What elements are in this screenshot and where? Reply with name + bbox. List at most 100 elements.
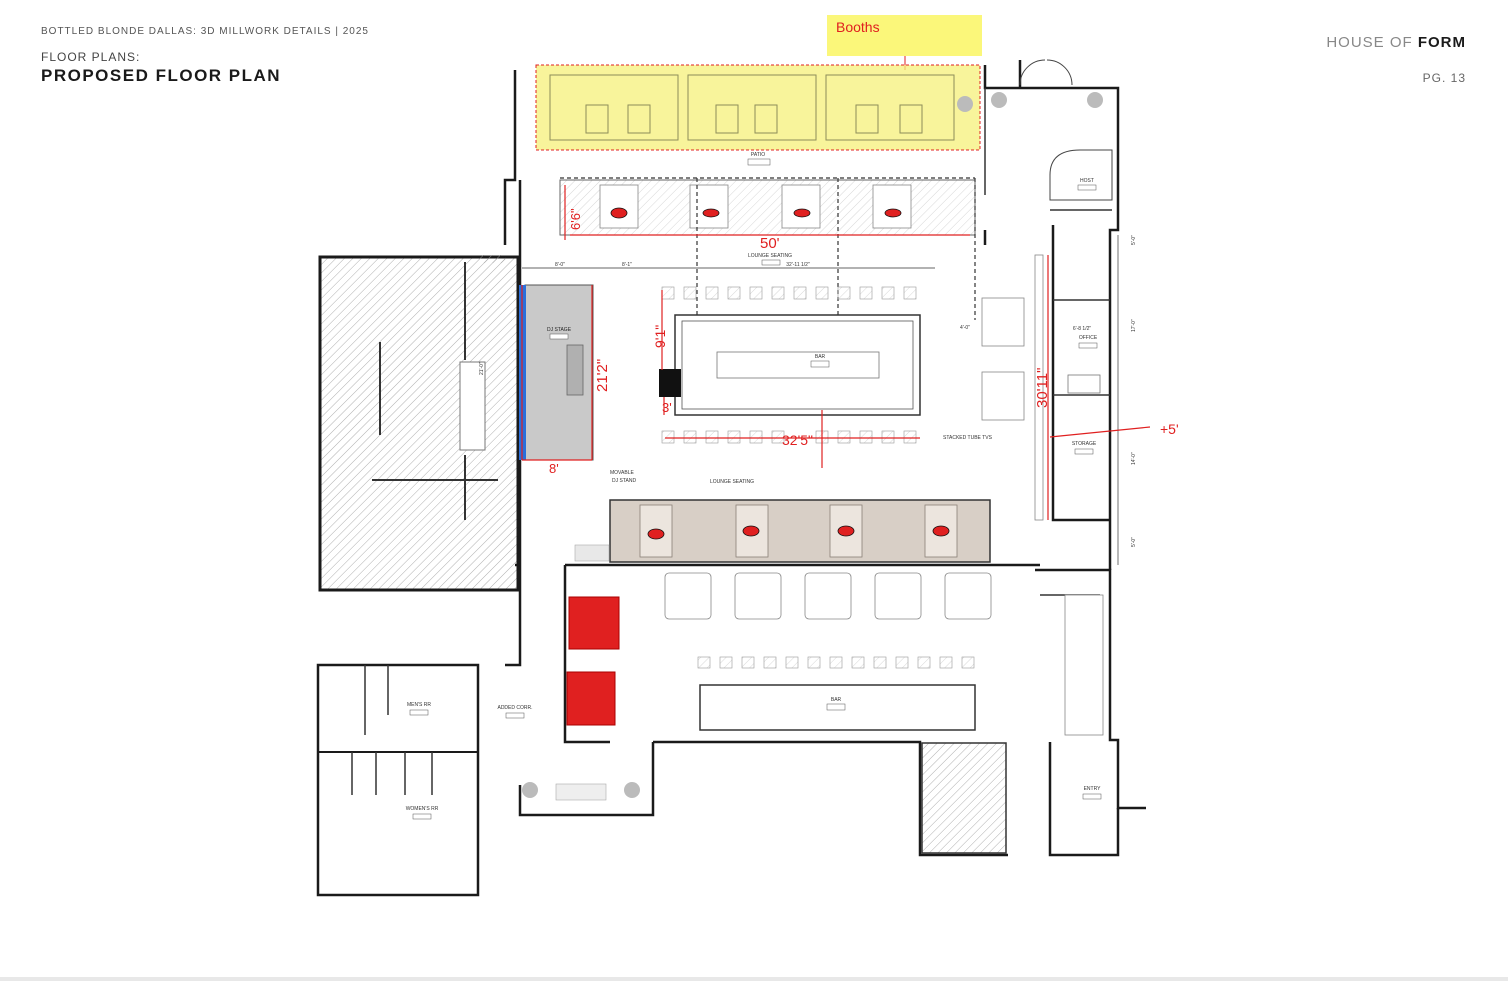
dj-booth xyxy=(566,344,584,396)
main-bar-back xyxy=(716,351,880,379)
red-table xyxy=(566,671,616,726)
black-box xyxy=(659,369,681,397)
dining-tables xyxy=(664,572,992,620)
entry-tag xyxy=(1082,793,1102,800)
bar-main-tag xyxy=(810,360,830,368)
plant-icon xyxy=(991,92,1007,108)
page-bottom-edge xyxy=(0,977,1508,981)
back-of-house-area xyxy=(318,255,520,592)
markup-dim-2112: 21'2" xyxy=(594,359,611,392)
bar-stools-lower xyxy=(697,656,975,669)
patio-booths xyxy=(549,74,955,141)
host-tag xyxy=(1077,184,1097,191)
dim-8: 8'-0" xyxy=(555,262,565,268)
back-of-house-strip xyxy=(480,255,506,263)
markup-dim-325: 32'5" xyxy=(782,432,813,448)
back-of-house-counter xyxy=(459,361,486,451)
added-corr-tag xyxy=(505,712,525,719)
booths-callout-label: Booths xyxy=(836,19,880,35)
back-bar-counter xyxy=(1064,594,1104,736)
lounge-table xyxy=(793,208,811,218)
stacked-tvs-wall xyxy=(1034,254,1044,521)
added-corr-label: ADDED CORR. xyxy=(497,705,532,711)
main-bar-inner xyxy=(681,320,914,410)
djstage-tag xyxy=(549,333,569,340)
office-tag xyxy=(1078,342,1098,349)
bar-lower-tag xyxy=(826,703,846,711)
lounge-table xyxy=(702,208,720,218)
restroom-block xyxy=(316,663,480,897)
markup-dim-91: 9'1" xyxy=(652,325,668,348)
red-table xyxy=(568,596,620,650)
plant-icon xyxy=(624,782,640,798)
page-title: PROPOSED FLOOR PLAN xyxy=(41,66,282,85)
lounge-top-label: LOUNGE SEATING xyxy=(748,253,792,259)
lounge-table xyxy=(884,208,902,218)
dim-17: 17'-0" xyxy=(1131,319,1137,332)
lounge-table xyxy=(742,525,760,537)
entry-label: ENTRY xyxy=(1084,786,1102,792)
womens-tag xyxy=(412,813,432,820)
lower-bar-outer xyxy=(699,684,976,731)
dim-14: 14'-0" xyxy=(1131,452,1137,465)
host-label: HOST xyxy=(1080,178,1094,184)
dim-21: 21'-0" xyxy=(479,362,485,375)
movable-dj-label-1: MOVABLE xyxy=(610,470,634,476)
womens-label: WOMEN'S RR xyxy=(406,806,439,812)
dim-3211: 32'-11 1/2" xyxy=(786,262,810,268)
djstage-label: DJ STAGE xyxy=(547,327,572,333)
office-desk xyxy=(1067,374,1101,394)
console xyxy=(574,544,610,562)
lounge-mid-label: LOUNGE SEATING xyxy=(710,479,754,485)
plant-icon xyxy=(957,96,973,112)
dim-5a: 5'-0" xyxy=(1131,235,1137,245)
dimension-lines xyxy=(522,235,1119,565)
markup-dim-8: 8' xyxy=(549,461,559,476)
bar-lower-label: BAR xyxy=(831,697,842,703)
markup-dim-50: 50' xyxy=(760,235,780,252)
markup-dim-3011: 30'11" xyxy=(1034,368,1051,408)
markup-lines xyxy=(521,185,1151,520)
walls xyxy=(503,60,1146,857)
section-label: FLOOR PLANS: xyxy=(41,50,141,64)
patio-label: PATIO xyxy=(751,152,765,158)
bar-main-label: BAR xyxy=(815,354,826,360)
brand-logo: HOUSE OF FORM xyxy=(1326,34,1466,51)
bar-stools-bottom xyxy=(661,430,917,444)
high-top-tables xyxy=(981,297,1025,421)
markup-dim-66: 6'6" xyxy=(568,208,583,230)
plant-icon xyxy=(522,782,538,798)
storage-label: STORAGE xyxy=(1072,441,1097,447)
stall-partitions xyxy=(351,665,433,795)
dim-685: 6'-8 1/2" xyxy=(1073,326,1092,332)
lounge-table xyxy=(647,528,665,540)
lounge-table xyxy=(932,525,950,537)
dim-81: 8'-1" xyxy=(622,262,632,268)
page-number: PG. 13 xyxy=(1422,71,1466,85)
movable-dj-label-2: DJ STAND xyxy=(612,478,636,484)
stair-area xyxy=(921,742,1007,854)
back-of-house-fixtures xyxy=(372,262,498,520)
main-bar-outer xyxy=(674,314,921,416)
partition-lines xyxy=(560,177,976,330)
booths-callout-box xyxy=(827,15,982,56)
office-label: OFFICE xyxy=(1079,335,1098,341)
dim-40: 4'-0" xyxy=(960,325,970,331)
plant-icon xyxy=(1087,92,1103,108)
door-icon xyxy=(1019,59,1073,86)
project-title: BOTTLED BLONDE DALLAS: 3D MILLWORK DETAI… xyxy=(41,26,369,37)
stacked-tvs-label: STACKED TUBE TVS xyxy=(943,435,993,441)
markup-dim-plus5: +5' xyxy=(1160,421,1179,437)
storage-tag xyxy=(1074,448,1094,455)
mens-tag xyxy=(409,709,429,716)
lounge-top-tag xyxy=(761,259,781,266)
patio-tag xyxy=(747,158,771,166)
lounge-table xyxy=(837,525,855,537)
dim-5b: 5'-0" xyxy=(1131,537,1137,547)
bench xyxy=(555,783,607,801)
mens-label: MEN'S RR xyxy=(407,702,431,708)
bar-stools-top xyxy=(661,286,917,300)
booths-highlight xyxy=(535,64,981,151)
lounge-table xyxy=(610,207,628,219)
